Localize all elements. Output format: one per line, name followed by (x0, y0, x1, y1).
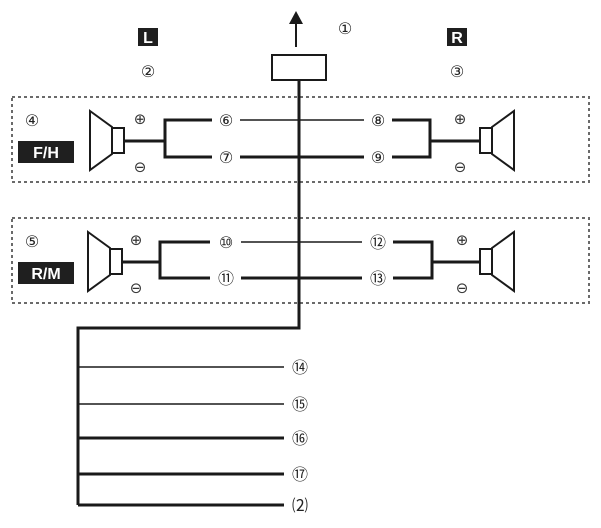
front-right-bracket-top (392, 118, 480, 143)
output-arrow-head (289, 11, 303, 24)
main-trunk-wire (76, 80, 301, 505)
rear-left-bracket-bottom (158, 262, 210, 280)
left-channel-tag (138, 28, 158, 46)
marker-7: ⑦ (219, 148, 233, 167)
rear-left-bracket-top (122, 240, 210, 264)
rear-left-plus-symbol: ⊕ (130, 231, 143, 249)
front-left-minus-symbol: ⊖ (134, 158, 147, 176)
marker-8: ⑧ (371, 111, 385, 130)
rear-right-speaker-cone (491, 230, 515, 293)
rear-left-speaker-magnet (109, 248, 123, 275)
rear-right-bracket-top (393, 240, 480, 264)
front-speaker-tag (18, 141, 74, 163)
marker-4: ④ (25, 111, 39, 130)
front-speaker-label: F/H (33, 145, 59, 162)
right-channel-tag (447, 28, 467, 46)
marker-9: ⑨ (371, 148, 385, 167)
right-channel-label: R (451, 30, 463, 47)
rear-left-speaker-cone (87, 230, 111, 293)
marker-14: ⑭ (292, 358, 308, 377)
front-right-minus-symbol: ⊖ (454, 158, 467, 176)
rear-right-speaker-magnet (479, 248, 493, 275)
marker-12: ⑫ (370, 233, 386, 252)
marker-1: ① (338, 19, 352, 38)
rear-right-bracket-bottom (393, 262, 434, 280)
front-left-speaker-cone (89, 109, 113, 172)
marker-10: ⑩ (219, 233, 233, 252)
marker-6: ⑥ (219, 111, 233, 130)
front-right-bracket-bottom (392, 141, 432, 159)
marker-3: ③ (450, 62, 464, 81)
marker-16: ⑯ (292, 429, 308, 448)
marker-11: ⑪ (218, 269, 234, 288)
rear-right-plus-symbol: ⊕ (456, 231, 469, 249)
front-left-plus-symbol: ⊕ (134, 110, 147, 128)
front-left-speaker-magnet (111, 127, 125, 154)
marker-17: ⑰ (292, 465, 308, 484)
marker-15: ⑮ (292, 395, 308, 414)
marker-22: ⑵ (292, 496, 308, 515)
front-right-plus-symbol: ⊕ (454, 110, 467, 128)
rear-left-minus-symbol: ⊖ (130, 279, 143, 297)
left-channel-label: L (143, 30, 153, 47)
front-left-bracket-bottom (163, 141, 212, 159)
connector-box (271, 54, 327, 81)
marker-2: ② (141, 62, 155, 81)
front-left-bracket-top (124, 118, 212, 143)
rear-right-minus-symbol: ⊖ (456, 279, 469, 297)
marker-13: ⑬ (370, 269, 386, 288)
rear-speaker-label: R/M (31, 266, 60, 283)
front-right-speaker-magnet (479, 127, 493, 154)
marker-5: ⑤ (25, 232, 39, 251)
rear-speaker-tag (18, 262, 74, 284)
front-right-speaker-cone (491, 109, 515, 172)
